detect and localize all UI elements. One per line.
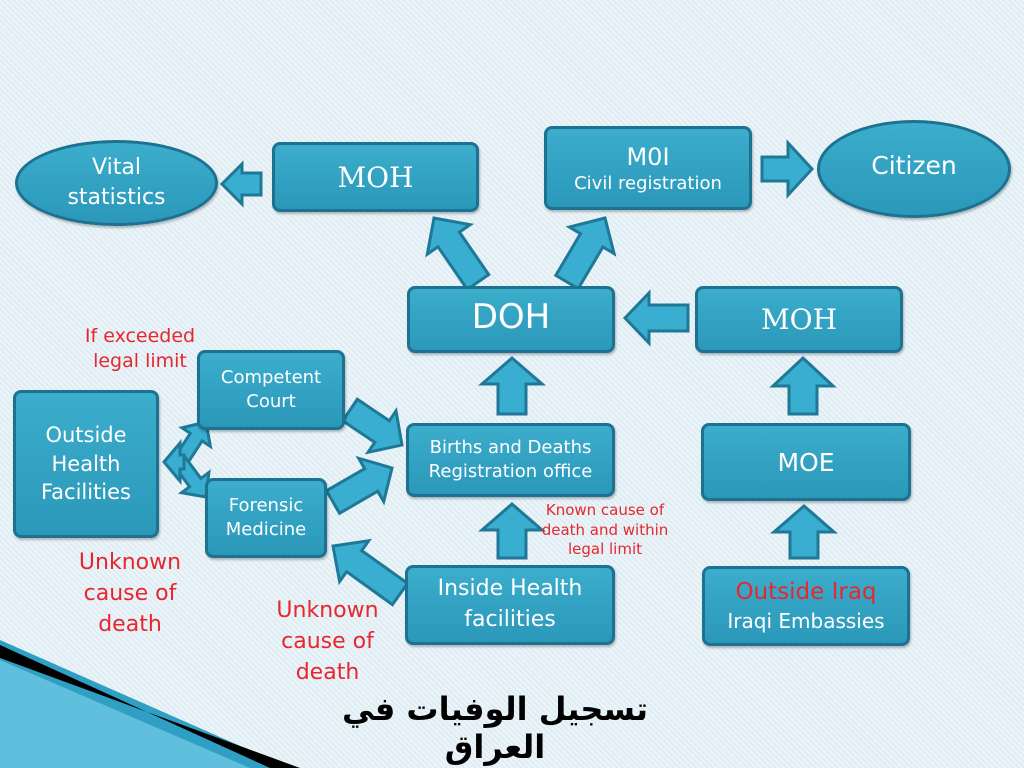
- moi-title: M0I: [626, 142, 670, 171]
- births-deaths-office-node: Births and Deaths Registration office: [406, 423, 615, 497]
- doh-label: DOH: [471, 297, 551, 337]
- arrow-moh-to-vital-statistics: [219, 160, 263, 208]
- outside-iraq-subtitle: Iraqi Embassies: [727, 609, 885, 633]
- moe-label: MOE: [777, 447, 835, 477]
- moh-top-node: MOH: [272, 142, 479, 212]
- forensic-medicine-label: Forensic Medicine: [225, 494, 307, 540]
- moh-right-label: MOH: [760, 303, 838, 336]
- outside-iraq-node: Outside Iraq Iraqi Embassies: [702, 566, 910, 646]
- vital-statistics-node: Vital statistics: [15, 140, 218, 226]
- arrow-moe-to-moh-right: [769, 355, 837, 416]
- arrow-outside-iraq-to-moe: [769, 504, 839, 560]
- inside-health-facilities-node: Inside Health facilities: [405, 565, 615, 645]
- doh-node: DOH: [407, 286, 615, 353]
- unknown-cause-left-annotation: Unknown cause of death: [78, 550, 182, 637]
- citizen-node: Citizen: [817, 120, 1011, 218]
- known-cause-annotation: Known cause of death and within legal li…: [541, 501, 669, 558]
- arrow-moi-to-citizen: [760, 139, 815, 199]
- moe-node: MOE: [701, 423, 911, 501]
- inside-health-facilities-label: Inside Health facilities: [437, 576, 583, 632]
- forensic-medicine-node: Forensic Medicine: [205, 478, 327, 558]
- arrow-split-to-outside-health: [162, 438, 186, 486]
- arrow-moh-right-to-doh: [622, 289, 690, 347]
- moh-right-node: MOH: [695, 286, 903, 353]
- outside-iraq-title: Outside Iraq: [735, 579, 877, 605]
- arrow-forensic-to-births-deaths: [324, 455, 394, 516]
- births-deaths-office-label: Births and Deaths Registration office: [428, 436, 593, 482]
- outside-health-facilities-node: Outside Health Facilities: [13, 390, 159, 538]
- exceeded-legal-limit-annotation: If exceeded legal limit: [84, 325, 196, 372]
- vital-statistics-label: Vital statistics: [67, 155, 166, 210]
- outside-health-facilities-label: Outside Health Facilities: [41, 423, 131, 505]
- unknown-cause-middle-annotation: Unknown cause of death: [276, 598, 379, 685]
- arrow-births-deaths-to-doh: [477, 356, 547, 416]
- arrow-doh-to-moh-top: [425, 216, 491, 292]
- moi-node: M0I Civil registration: [544, 126, 752, 210]
- arrow-court-to-births-deaths: [340, 397, 404, 455]
- arrow-inside-health-to-forensic: [331, 538, 410, 607]
- moh-top-label: MOH: [337, 160, 414, 194]
- moi-subtitle: Civil registration: [574, 172, 722, 194]
- citizen-label: Citizen: [871, 150, 957, 180]
- arrow-inside-health-to-births-deaths: [477, 502, 547, 560]
- competent-court-label: Competent Court: [220, 366, 322, 412]
- competent-court-node: Competent Court: [197, 350, 345, 430]
- page-title: تسجيل الوفيات في العراق: [341, 690, 649, 766]
- arrow-doh-to-moi: [553, 216, 617, 291]
